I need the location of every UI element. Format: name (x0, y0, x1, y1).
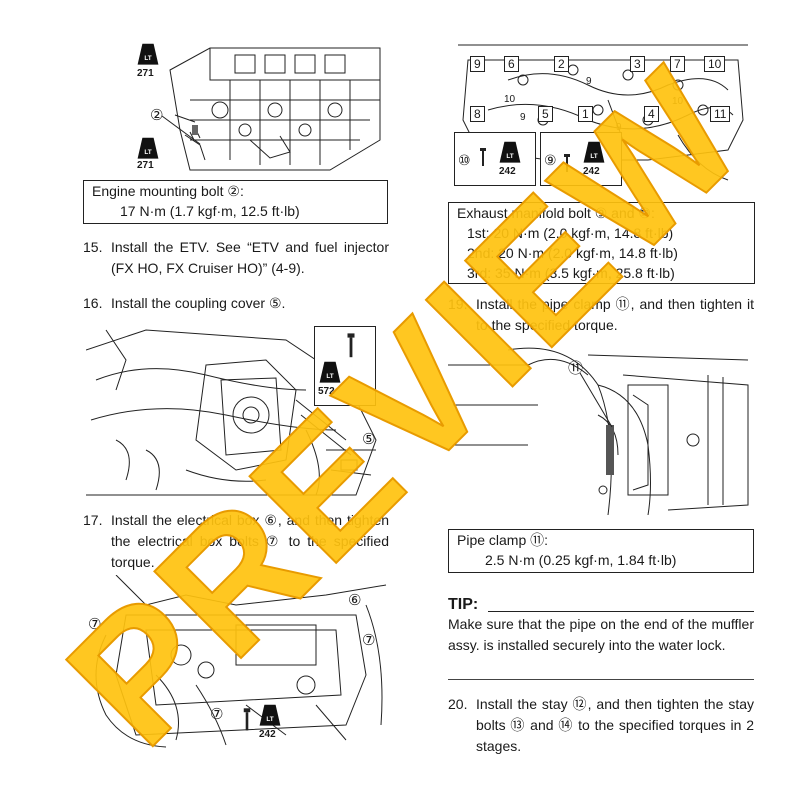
exhaust-manifold-illustration: 9 6 2 3 7 10 8 10 5 1 4 10 11 9 9 9 ⑩ LT… (448, 40, 758, 190)
step-number: 20. (448, 696, 468, 712)
inset-callout: ⑨ (544, 152, 557, 168)
tip-text: Make sure that the pipe on the end of th… (448, 616, 754, 653)
pipe-clamp-illustration: ⑪ (448, 345, 756, 515)
callout-number: ⑦ (362, 632, 376, 649)
step-20: 20. Install the stay ⑫, and then tighten… (448, 694, 754, 757)
tip-heading: TIP: (448, 596, 479, 613)
spec-line: 1st: 20 N·m (2.0 kgf·m, 14.8 ft·lb) (467, 225, 674, 241)
spec-box-engine-mount: Engine mounting bolt ②: 17 N·m (1.7 kgf·… (83, 180, 388, 224)
step-17: 17. Install the electrical box ⑥, and th… (83, 510, 389, 573)
step-15: 15. Install the ETV. See “ETV and fuel i… (83, 237, 389, 279)
lt-badge-icon: LT (499, 141, 521, 163)
svg-text:LT: LT (326, 373, 333, 380)
lt-value-label: 271 (137, 160, 154, 171)
step-text: Install the stay ⑫, and then tighten the… (476, 696, 754, 754)
spec-box-exhaust-manifold: Exhaust manifold bolt ⑨ and ⑩: 1st: 20 N… (448, 202, 755, 284)
svg-text:LT: LT (266, 716, 273, 723)
callout-circle: 10 (672, 96, 684, 107)
lt-badge-icon: LT (583, 141, 605, 163)
electrical-box-illustration: ⑥ ⑦ ⑦ ⑦ LT 242 (86, 575, 391, 750)
leader-line (161, 115, 201, 145)
step-number: 15. (83, 239, 103, 255)
step-text: Install the pipe clamp ⑪, and then tight… (476, 296, 754, 333)
spec-title: Engine mounting bolt ②: (92, 183, 244, 199)
callout-circle: 10 (504, 94, 516, 105)
callout-square: 6 (504, 56, 519, 72)
step-text: Install the electrical box ⑥, and then t… (111, 512, 389, 570)
leader-line (579, 372, 613, 428)
svg-text:LT: LT (144, 55, 151, 62)
callout-number: ⑦ (210, 706, 224, 723)
callout-square: 3 (630, 56, 645, 72)
spec-line: 2nd: 20 N·m (2.0 kgf·m, 14.8 ft·lb) (467, 245, 678, 261)
callout-circle: 9 (616, 122, 622, 133)
callout-number: ⑦ (88, 616, 102, 633)
spec-title: Pipe clamp ⑪: (457, 532, 549, 548)
svg-text:LT: LT (590, 153, 597, 160)
callout-number: ⑥ (348, 592, 362, 609)
callout-square: 8 (470, 106, 485, 122)
tip-rule (488, 611, 754, 612)
lt-badge-icon: LT (319, 361, 341, 383)
callout-square: 4 (644, 106, 659, 122)
spec-box-pipe-clamp: Pipe clamp ⑪: 2.5 N·m (0.25 kgf·m, 1.84 … (448, 529, 754, 573)
lt-badge-icon: LT (137, 137, 159, 159)
inset-callout: ⑩ (458, 152, 471, 168)
spec-title: Exhaust manifold bolt ⑨ and ⑩: (457, 205, 655, 221)
bolt-icon (480, 148, 486, 166)
lt-value-label: 242 (499, 166, 516, 177)
step-16: 16. Install the coupling cover ⑤. (83, 293, 389, 314)
svg-text:LT: LT (144, 149, 151, 156)
callout-square: 1 (578, 106, 593, 122)
spec-line: 3rd: 35 N·m (3.5 kgf·m, 25.8 ft·lb) (467, 265, 675, 281)
inset-box (540, 132, 622, 186)
engine-mount-illustration: LT 271 LT 271 ② (130, 40, 385, 175)
spec-value: 2.5 N·m (0.25 kgf·m, 1.84 ft·lb) (485, 552, 677, 568)
callout-square: 5 (538, 106, 553, 122)
lt-value-label: 242 (259, 729, 276, 740)
callout-square: 9 (470, 56, 485, 72)
step-text: Install the coupling cover ⑤. (111, 295, 286, 311)
lt-value-label: 572 (318, 386, 335, 397)
callout-square: 7 (670, 56, 685, 72)
inset-box (454, 132, 536, 186)
step-number: 17. (83, 512, 103, 528)
bolt-icon (347, 333, 355, 358)
svg-text:LT: LT (506, 153, 513, 160)
tip-bottom-rule (448, 679, 754, 680)
lt-value-label: 242 (583, 166, 600, 177)
step-number: 19. (448, 296, 468, 312)
coupling-cover-illustration: LT 572 ⑤ (86, 320, 391, 500)
callout-number: ⑪ (568, 360, 584, 377)
lt-badge-icon: LT (259, 704, 281, 726)
callout-circle: 9 (520, 112, 526, 123)
step-number: 16. (83, 295, 103, 311)
spec-value: 17 N·m (1.7 kgf·m, 12.5 ft·lb) (120, 203, 300, 219)
step-19: 19. Install the pipe clamp ⑪, and then t… (448, 294, 754, 336)
lt-badge-icon: LT (137, 43, 159, 65)
bolt-icon (564, 154, 570, 172)
lt-value-label: 271 (137, 68, 154, 79)
callout-number: ⑤ (362, 431, 376, 448)
bolt-icon (243, 708, 251, 731)
callout-square: 10 (704, 56, 726, 72)
callout-number: ② (150, 107, 164, 124)
step-text: Install the ETV. See “ETV and fuel injec… (111, 239, 389, 276)
callout-square: 11 (710, 106, 731, 122)
callout-circle: 9 (586, 76, 592, 87)
callout-square: 2 (554, 56, 569, 72)
